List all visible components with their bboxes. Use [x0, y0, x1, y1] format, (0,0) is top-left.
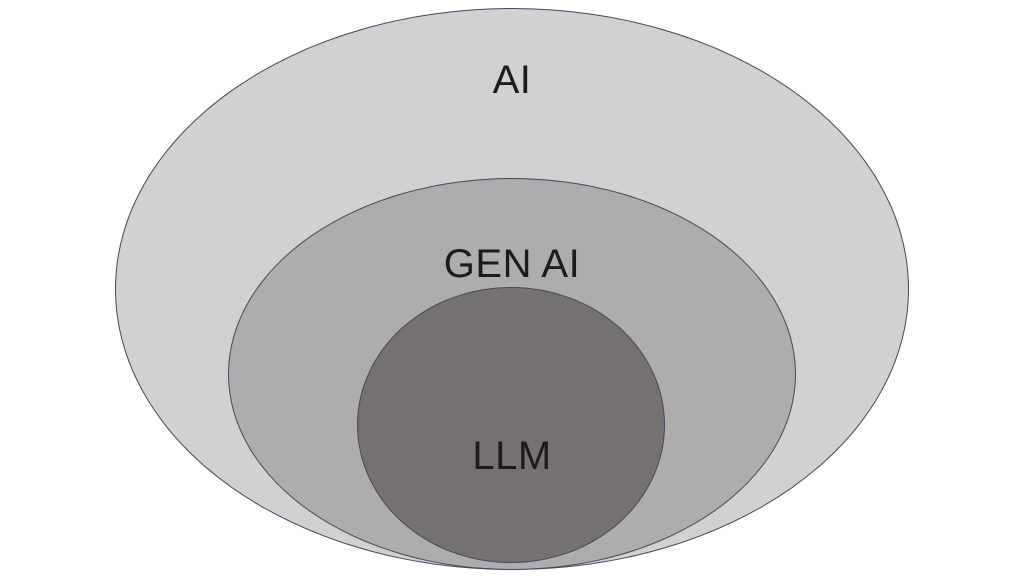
llm-label: LLM: [472, 434, 552, 478]
llm-ellipse: [357, 287, 665, 563]
gen-ai-label: GEN AI: [443, 242, 581, 286]
ai-label: AI: [492, 58, 532, 102]
